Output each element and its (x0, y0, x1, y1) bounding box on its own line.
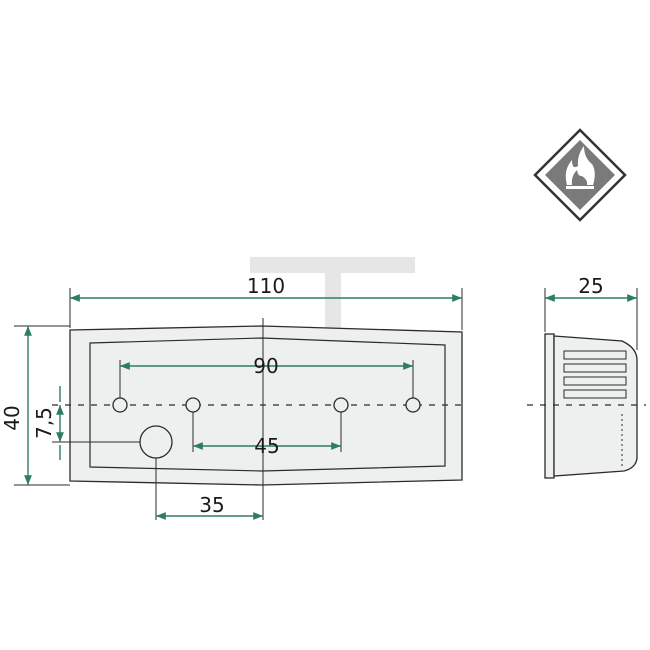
side-flange (544, 333, 555, 479)
mounting-hole-3 (333, 397, 349, 413)
dim-label-vertical-offset: 7,5 (32, 407, 56, 439)
dim-label-height: 40 (0, 405, 24, 430)
dim-label-inner-hole-spacing: 45 (254, 434, 279, 458)
side-ribs (563, 350, 627, 399)
dim-label-depth: 25 (578, 274, 603, 298)
cable-hole (139, 425, 173, 459)
flammable-hazard-icon (533, 128, 627, 222)
dim-label-overall-width: 110 (247, 274, 285, 298)
mounting-hole-1 (112, 397, 128, 413)
front-view: 110 90 45 35 40 7,5 (0, 274, 466, 520)
dim-label-outer-hole-spacing: 90 (253, 354, 278, 378)
side-view: 25 (527, 274, 646, 479)
lens-inner-outline (89, 337, 446, 472)
mounting-hole-4 (405, 397, 421, 413)
mounting-hole-2 (185, 397, 201, 413)
dim-label-cable-hole-offset: 35 (199, 493, 224, 517)
side-lens-body (553, 335, 638, 477)
